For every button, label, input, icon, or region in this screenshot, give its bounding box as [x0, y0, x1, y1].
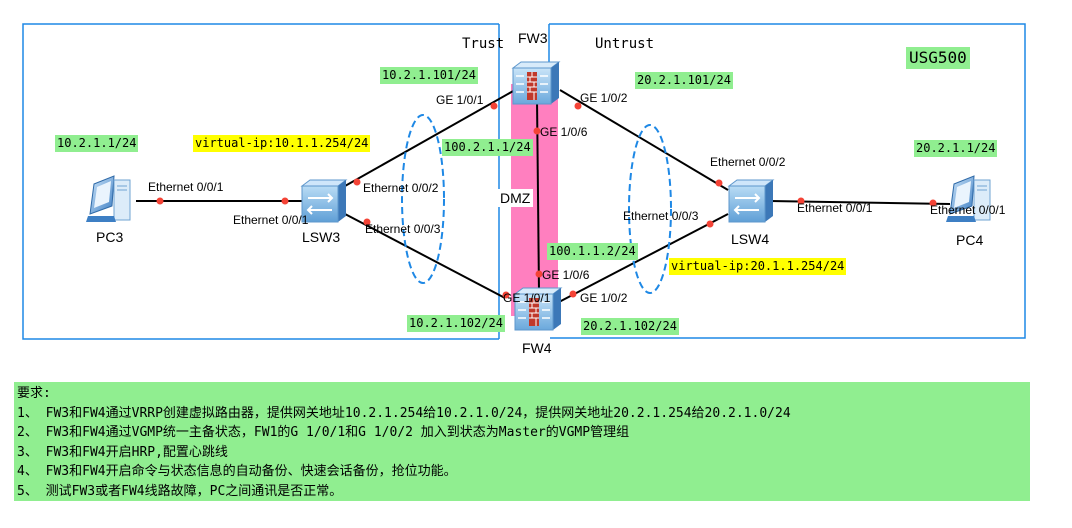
device-label-pc3: PC3 [96, 229, 124, 245]
requirements-title: 要求: [17, 386, 51, 401]
port-label-fw3-ge101: GE 1/0/1 [436, 93, 484, 107]
port-dot [363, 218, 371, 226]
device-label-lsw4: LSW4 [731, 231, 770, 247]
port-label-lsw3-e001: Ethernet 0/0/1 [233, 213, 309, 227]
port-dot [706, 220, 714, 228]
port-dot [281, 197, 289, 205]
port-label-lsw3-e003: Ethernet 0/0/3 [365, 222, 441, 236]
requirements-box: 要求: 1、 FW3和FW4通过VRRP创建虚拟路由器，提供网关地址10.2.1… [14, 382, 1030, 501]
port-dot [353, 178, 361, 186]
ip-tag-pc4: 20.2.1.1/24 [914, 140, 998, 157]
pc4-icon[interactable] [946, 175, 991, 222]
port-dot [156, 197, 164, 205]
port-dot [715, 179, 723, 187]
port-label-fw4-ge106: GE 1/0/6 [542, 268, 590, 282]
port-dot [535, 270, 543, 278]
port-label-fw3-ge106: GE 1/0/6 [540, 125, 588, 139]
zone-label-dmz: DMZ [497, 189, 534, 207]
port-dot [490, 102, 498, 110]
link-fw4-lsw4 [558, 213, 729, 303]
ip-tag-fw3-untrust: 20.2.1.101/24 [635, 72, 733, 89]
port-dot [502, 291, 510, 299]
fw4-firewall-icon[interactable] [513, 287, 563, 331]
ip-tag-pc3: 10.2.1.1/24 [55, 135, 139, 152]
lsw3-switch-icon[interactable] [300, 179, 348, 223]
requirement-item: 5、 测试FW3或者FW4线路故障，PC之间通讯是否正常。 [17, 483, 343, 499]
zone-label-trust: Trust [462, 36, 505, 52]
port-label-fw4-ge102: GE 1/0/2 [580, 291, 628, 305]
vip-tag-untrust: virtual-ip:20.1.1.254/24 [669, 258, 847, 275]
port-label-fw4-ge101: GE 1/0/1 [503, 291, 551, 305]
link-lsw3-fw3 [344, 89, 516, 187]
port-label-lsw4-e001: Ethernet 0/0/1 [797, 201, 873, 215]
trust-zone-border [22, 23, 499, 340]
link-lsw3-fw4 [344, 213, 506, 299]
ip-tag-fw4-dmz: 100.1.1.2/24 [547, 243, 638, 260]
device-label-fw4: FW4 [522, 340, 552, 356]
port-dot [533, 127, 541, 135]
ip-tag-fw3-dmz: 100.2.1.1/24 [442, 139, 533, 156]
vip-tag-trust: virtual-ip:10.1.1.254/24 [193, 135, 371, 152]
requirement-item: 3、 FW3和FW4开启HRP,配置心跳线 [17, 444, 228, 460]
ip-tag-fw3-trust: 10.2.1.101/24 [380, 67, 478, 84]
port-label-lsw3-e002: Ethernet 0/0/2 [363, 181, 439, 195]
port-label-fw3-ge102: GE 1/0/2 [580, 91, 628, 105]
port-dot [797, 197, 805, 205]
port-label-pc3-e001: Ethernet 0/0/1 [148, 180, 224, 194]
requirement-item: 1、 FW3和FW4通过VRRP创建虚拟路由器，提供网关地址10.2.1.254… [17, 405, 791, 421]
ip-tag-fw4-trust: 10.2.1.102/24 [407, 315, 505, 332]
port-dot [929, 199, 937, 207]
port-dots [156, 102, 937, 299]
untrust-zone-border [549, 23, 1026, 339]
pc3-icon[interactable] [86, 175, 131, 222]
port-dot [574, 102, 582, 110]
requirement-item: 2、 FW3和FW4通过VGMP统一主备状态，FW1的G 1/0/1和G 1/0… [17, 425, 630, 440]
device-label-fw3: FW3 [518, 30, 548, 46]
device-label-pc4: PC4 [956, 232, 984, 248]
vrrp-group-ellipse-trust [401, 114, 445, 284]
vrrp-group-ellipse-untrust [628, 124, 672, 294]
ip-tag-fw4-untrust: 20.2.1.102/24 [581, 318, 679, 335]
requirement-item: 4、 FW3和FW4开启命令与状态信息的自动备份、快速会话备份，抢位功能。 [17, 464, 457, 479]
fw3-firewall-icon[interactable] [511, 61, 561, 105]
zone-label-untrust: Untrust [595, 36, 655, 52]
port-label-pc4-e001: Ethernet 0/0/1 [930, 203, 1006, 217]
port-label-lsw4-e003: Ethernet 0/0/3 [623, 209, 699, 223]
model-tag: USG500 [906, 47, 970, 69]
port-dot [569, 290, 577, 298]
link-fw3-lsw4 [559, 89, 729, 191]
lsw4-switch-icon[interactable] [727, 179, 775, 223]
device-label-lsw3: LSW3 [302, 229, 341, 245]
port-label-lsw4-e002: Ethernet 0/0/2 [710, 155, 786, 169]
